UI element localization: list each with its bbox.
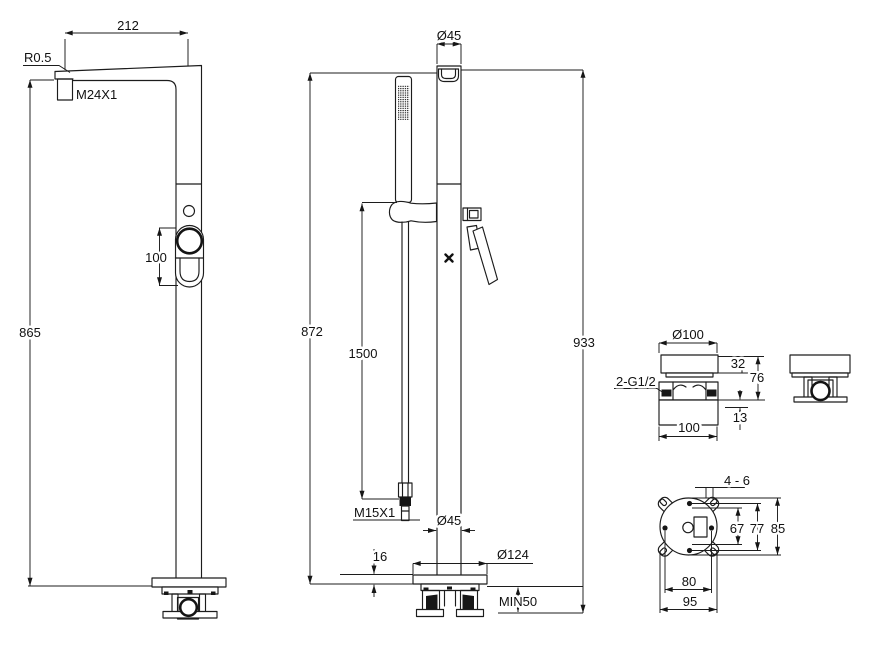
center-slot <box>693 516 708 538</box>
dim-min-clearance: MIN50 <box>499 594 537 609</box>
base-plan-detail: 4 - 6 67 77 85 80 95 <box>657 471 788 613</box>
aerator <box>56 78 74 101</box>
shower-hose <box>401 221 410 484</box>
dim-screw-range: 4 - 6 <box>724 473 750 488</box>
base-side-linework <box>658 354 719 426</box>
dim-inner-span: 67 <box>730 521 744 536</box>
dim-spout-reach: 212 <box>117 18 139 33</box>
center-hole <box>682 521 694 534</box>
dim-plate-width: 95 <box>683 594 697 609</box>
shower-holder-bracket <box>388 200 438 223</box>
front-base <box>151 577 227 620</box>
base-side-small-view <box>789 354 851 403</box>
dim-hole-span: 77 <box>750 521 764 536</box>
dim-inlet-thread: 2-G1/2 <box>616 374 656 389</box>
screw-hole <box>686 500 693 507</box>
screw-hole <box>662 525 668 531</box>
x-marker <box>444 253 454 263</box>
dim-cover-height: 32 <box>731 356 745 371</box>
dim-column-dia: Ø45 <box>437 513 462 528</box>
dim-height-865: 865 <box>19 325 41 340</box>
mount-nut <box>810 380 831 402</box>
dim-plate-thickness: 16 <box>373 549 387 564</box>
dim-corner-radius: R0.5 <box>24 50 51 65</box>
dim-plate-dia: Ø124 <box>497 547 529 562</box>
dim-outer-span: 85 <box>771 521 785 536</box>
dim-handle-length: 100 <box>145 250 167 265</box>
inlet-port-right <box>707 389 717 397</box>
spray-face-grid <box>398 85 410 120</box>
screw-hole <box>686 547 693 554</box>
dim-total-height: 76 <box>750 370 764 385</box>
dim-inlet-offset: 13 <box>733 410 747 425</box>
side-dimensions <box>307 41 586 614</box>
handle-knob <box>175 227 204 255</box>
base-plan-dimensions <box>659 487 781 613</box>
base-side-dimensions <box>614 340 765 441</box>
side-view: Ø45 872 1500 933 M15X1 Ø45 16 Ø124 MIN50 <box>299 26 597 618</box>
dim-hole-spacing: 80 <box>682 574 696 589</box>
base-plate <box>659 497 718 556</box>
dim-body-width: 100 <box>678 420 700 435</box>
base-side-detail: Ø100 32 76 2-G1/2 100 13 <box>614 325 851 441</box>
hose-connector <box>397 482 413 522</box>
side-dim-extensions <box>310 69 583 74</box>
front-view: 212 R0.5 M24X1 100 865 <box>17 16 227 620</box>
side-base <box>412 574 488 618</box>
base-cover <box>660 354 719 374</box>
diverter-knob <box>462 207 482 222</box>
side-linework <box>388 65 499 618</box>
inlet-port-left <box>661 389 672 397</box>
dim-hose-thread: M15X1 <box>354 505 395 520</box>
dim-hose-length: 1500 <box>349 346 378 361</box>
dim-aerator-thread: M24X1 <box>76 87 117 102</box>
front-dimensions <box>23 30 189 587</box>
dim-cover-dia: Ø100 <box>672 327 704 342</box>
front-linework <box>54 64 227 620</box>
dim-872: 872 <box>301 324 323 339</box>
dim-spout-dia: Ø45 <box>437 28 462 43</box>
base-plan-linework <box>657 496 720 557</box>
lever-handle <box>466 224 499 286</box>
dim-overall-height: 933 <box>573 335 595 350</box>
screw-hole <box>708 525 715 531</box>
button <box>182 204 196 218</box>
